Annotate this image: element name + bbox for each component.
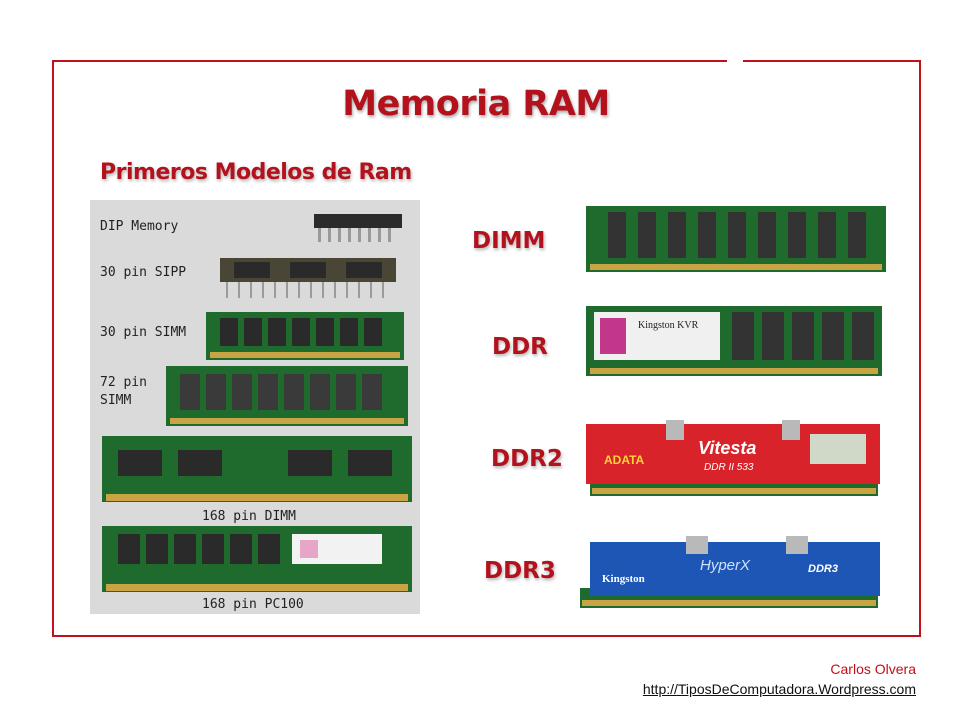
dip-memory-label: DIP Memory — [100, 219, 179, 234]
ddr2-brand-text: ADATA — [604, 453, 645, 467]
ddr3-spec-text: DDR3 — [808, 563, 838, 575]
slide-subtitle: Primeros Modelos de Ram — [100, 160, 412, 185]
ddr2-spec-text: DDR II 533 — [704, 462, 754, 473]
slide-title: Memoria RAM — [342, 84, 610, 124]
dimm168-module-image — [102, 436, 412, 502]
ddr2-product-text: Vitesta — [698, 438, 756, 458]
frame-notch — [727, 54, 743, 64]
ddr2-module-image: ADATA Vitesta DDR II 533 — [586, 420, 880, 496]
ddr3-module-image: Kingston HyperX DDR3 — [580, 536, 880, 608]
pc100-module-image — [102, 526, 412, 592]
sipp-module-image — [220, 258, 396, 298]
ddr2-type-label: DDR2 — [491, 446, 563, 472]
slide-frame — [52, 60, 921, 637]
ddr-sticker-brand: Kingston KVR — [638, 320, 699, 331]
simm72-module-image — [166, 366, 408, 426]
sipp-label: 30 pin SIPP — [100, 265, 187, 280]
dimm168-label: 168 pin DIMM — [202, 509, 296, 524]
credit-block: Carlos Olvera http://TiposDeComputadora.… — [643, 659, 916, 699]
dimm-type-label: DIMM — [472, 228, 546, 254]
ddr3-product-text: HyperX — [700, 557, 751, 574]
site-link[interactable]: http://TiposDeComputadora.Wordpress.com — [642, 681, 916, 697]
simm30-module-image — [206, 312, 404, 360]
simm72-label: 72 pin SIMM — [100, 375, 147, 408]
early-models-panel: DIP Memory 30 pin SIPP 30 pin SIMM — [90, 200, 420, 614]
author-name: Carlos Olvera — [830, 661, 916, 677]
ddr-module-image: Kingston KVR — [586, 306, 882, 376]
dip-chip-image — [314, 214, 402, 242]
pc100-label: 168 pin PC100 — [202, 597, 304, 612]
ddr-type-label: DDR — [492, 334, 548, 360]
ddr3-brand-text: Kingston — [602, 573, 645, 585]
simm30-label: 30 pin SIMM — [100, 325, 187, 340]
ddr3-type-label: DDR3 — [484, 558, 556, 584]
dimm-module-image — [586, 206, 886, 272]
